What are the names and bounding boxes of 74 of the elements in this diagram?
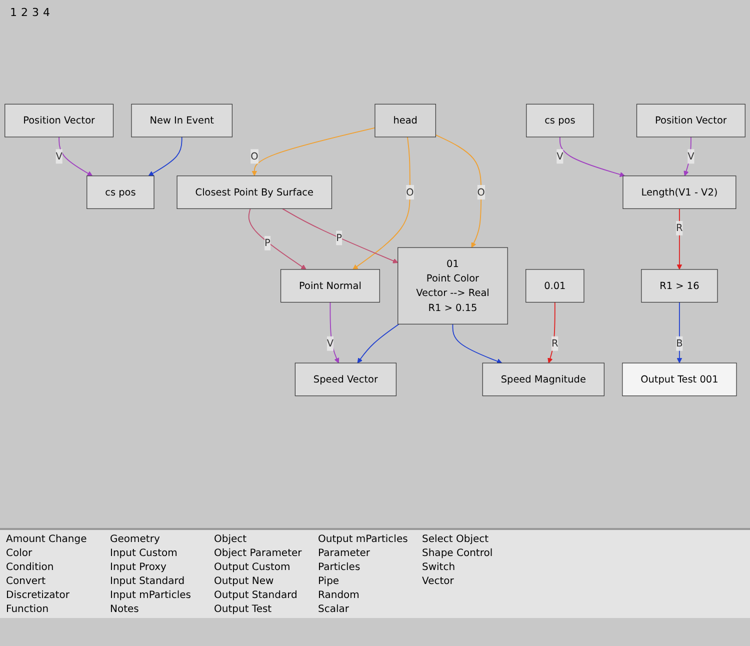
node-box: Length(V1 - V2) xyxy=(622,176,736,209)
edge-label: O xyxy=(406,186,414,198)
operator-list-item: Object xyxy=(214,534,248,547)
port-number: 3 xyxy=(32,6,39,19)
arrow xyxy=(676,208,682,270)
arrow xyxy=(252,127,376,176)
edge-label: V xyxy=(688,150,694,162)
edge-label: V xyxy=(326,338,334,350)
operator-list-item: Convert xyxy=(6,576,47,589)
arrow xyxy=(548,302,556,364)
operator-list-item: Output Test xyxy=(214,604,273,617)
port-number: 1 xyxy=(10,6,17,19)
arrow xyxy=(452,324,502,364)
node-box: 0.01 xyxy=(526,269,584,303)
arrow xyxy=(330,302,340,364)
node-box: Output Test 001 xyxy=(622,362,737,396)
node-box: Speed Vector xyxy=(294,362,396,396)
node-box: cs pos xyxy=(86,176,154,209)
operator-list-item: Select Object xyxy=(422,534,490,547)
arrow xyxy=(357,324,400,364)
node-box: head xyxy=(374,104,436,138)
operator-list-item: Input Standard xyxy=(110,576,186,589)
arrow xyxy=(352,136,410,270)
arrow xyxy=(676,302,682,364)
edge-label: V xyxy=(556,150,564,162)
edge-label: R xyxy=(552,338,558,350)
operator-list-item: Particles xyxy=(318,562,362,575)
operator-list-item: Notes xyxy=(110,604,140,617)
node-box: Speed Magnitude xyxy=(482,362,604,396)
arrow xyxy=(58,136,93,176)
operator-list-item: Switch xyxy=(422,562,456,575)
operator-list-item: Condition xyxy=(6,562,55,575)
operator-list-item: Output Custom xyxy=(214,562,292,575)
arrow xyxy=(282,208,398,264)
port-number: 2 xyxy=(21,6,28,19)
arrow xyxy=(559,136,625,178)
arrow xyxy=(248,208,306,270)
operator-list-item: Discretizator xyxy=(6,590,70,603)
node-box: 01 Point Color Vector --> Real R1 > 0.15 xyxy=(398,247,508,324)
operator-list-item: Color xyxy=(6,548,34,561)
node-box: Position Vector xyxy=(4,104,114,138)
port-number: 4 xyxy=(43,6,50,19)
node-box: New In Event xyxy=(131,104,232,138)
operator-list-item: Input mParticles xyxy=(110,590,192,603)
operator-list-item: Input Proxy xyxy=(110,562,168,575)
node-box: Closest Point By Surface xyxy=(176,176,332,209)
edge-label: V xyxy=(56,150,62,162)
edge-label: P xyxy=(336,232,342,244)
operator-list-item: Object Parameter xyxy=(214,548,303,561)
operator-list-item: Input Custom xyxy=(110,548,178,561)
operator-list-item: Parameter xyxy=(318,548,372,561)
operator-list-item: Vector xyxy=(422,576,455,589)
arrow xyxy=(684,136,692,176)
node-box: cs pos xyxy=(526,104,594,138)
edge-label: O xyxy=(477,186,485,198)
operator-list-item: Output Standard xyxy=(214,590,298,603)
arrow xyxy=(148,136,182,176)
edge-label: P xyxy=(264,237,270,249)
edge-label: O xyxy=(250,150,258,162)
node-box: Position Vector xyxy=(636,104,746,138)
operator-list-item: Shape Control xyxy=(422,548,494,561)
node-box: R1 > 16 xyxy=(641,269,718,303)
operator-list-item: Geometry xyxy=(110,534,161,547)
node-box: Point Normal xyxy=(280,269,380,303)
operator-list-item: Amount Change xyxy=(6,534,88,547)
operator-list-item: Random xyxy=(318,590,360,603)
operator-list-item: Pipe xyxy=(318,576,340,589)
operator-list-item: Output mParticles xyxy=(318,534,409,547)
operator-list-item: Output New xyxy=(214,576,275,589)
operator-list-item: Scalar xyxy=(318,604,350,617)
edge-label: R xyxy=(676,222,683,234)
edge-label: B xyxy=(676,338,683,350)
operator-list-item: Function xyxy=(6,604,50,617)
arrow xyxy=(435,134,482,248)
